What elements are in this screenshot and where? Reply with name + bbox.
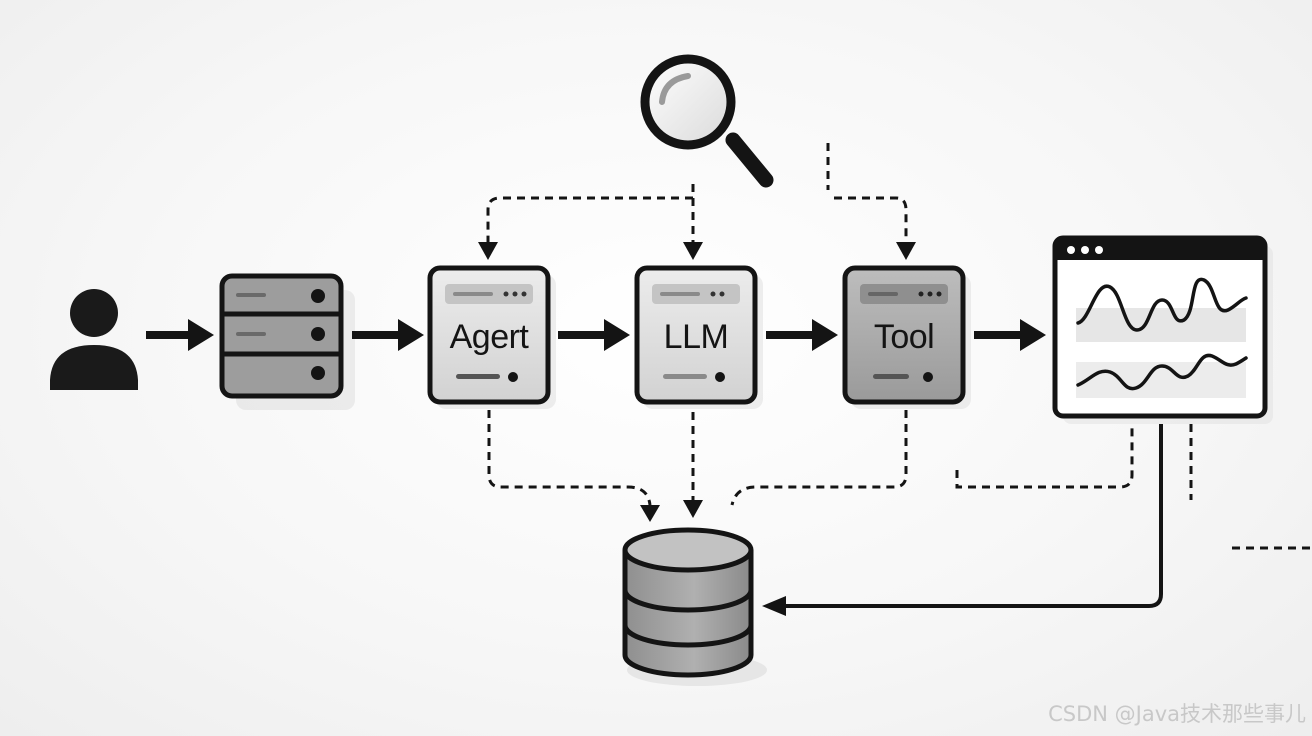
llm-node: LLM [634,265,763,409]
watermark-text: CSDN @Java技术那些事儿 [1048,702,1306,726]
arrow-agent-to-llm [558,319,630,351]
dashed-search-connectors [486,143,908,244]
agent-node: Agert [427,265,556,409]
arrow-tool-to-chart [974,319,1046,351]
dashed-storage-connectors [487,410,1312,550]
server-stack-icon [219,273,355,410]
tool-label: Tool [874,318,934,356]
return-to-database-arrow [762,424,1163,616]
tool-node: Tool [842,265,971,409]
line-chart-window-icon [1052,235,1273,424]
agent-label: Agert [450,318,530,356]
arrow-server-to-agent [352,319,424,351]
storage-arrowheads [640,500,703,522]
arrow-user-to-server [146,319,214,351]
magnifier-icon [640,54,774,188]
search-arrowheads [478,242,916,260]
arrow-llm-to-tool [766,319,838,351]
database-cylinder-icon [622,527,767,686]
llm-label: LLM [664,318,729,356]
user-icon [50,289,138,390]
